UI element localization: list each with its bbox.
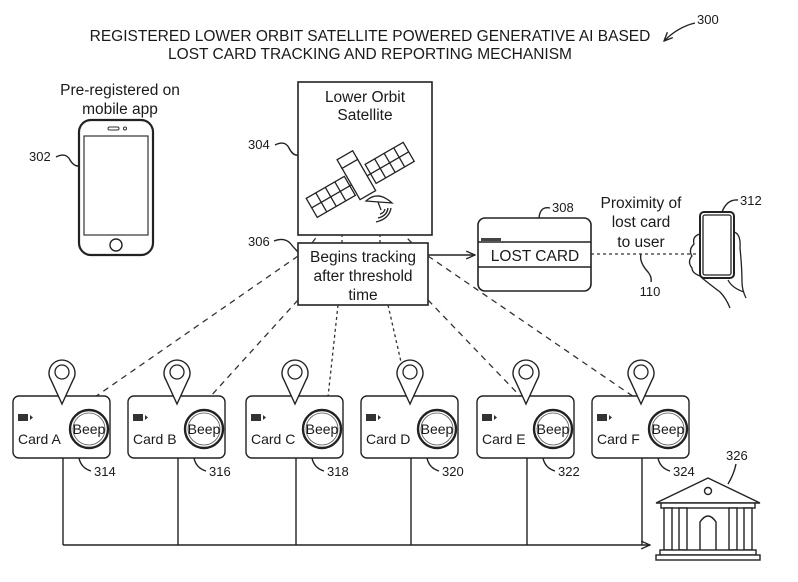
satellite-label-line-1: Lower Orbit	[325, 89, 406, 106]
card-name: Card E	[482, 431, 526, 447]
card-chip-icon	[133, 414, 148, 421]
tracking-link	[427, 299, 522, 398]
tracking-link	[327, 304, 339, 398]
card-item: Card C Beep 318	[245, 359, 349, 545]
card-chip-icon	[482, 414, 497, 421]
location-pin-icon	[396, 359, 424, 406]
card-item: Card A Beep 314	[12, 359, 116, 545]
ref-leader	[657, 457, 671, 472]
card-name: Card D	[366, 431, 410, 447]
location-pin-icon	[48, 359, 76, 406]
location-pin-icon	[512, 359, 540, 406]
card-chip-icon	[366, 414, 381, 421]
tracking-line-3: time	[348, 287, 377, 304]
proximity-line-3: to user	[617, 234, 664, 251]
ref-110: 110	[640, 284, 661, 299]
tracking-link	[427, 255, 635, 398]
tracking-link	[94, 255, 299, 398]
beep-label: Beep	[306, 421, 339, 437]
beep-button[interactable]: Beep	[416, 408, 458, 450]
proximity-line-1: Proximity of	[601, 195, 683, 212]
beep-button[interactable]: Beep	[68, 408, 110, 450]
card-name: Card F	[597, 431, 640, 447]
satellite-icon	[305, 141, 416, 223]
card-ref: 322	[558, 464, 580, 479]
card-name: Card B	[133, 431, 177, 447]
card-item: Card E Beep 322	[476, 359, 580, 545]
card-ref: 320	[442, 464, 464, 479]
beep-button[interactable]: Beep	[532, 408, 574, 450]
ref-leader	[193, 457, 207, 472]
bank-icon	[655, 477, 761, 561]
leader-302	[55, 154, 81, 167]
satellite-label-line-2: Satellite	[337, 107, 392, 124]
ref-326: 326	[726, 448, 748, 463]
card-chip-icon	[597, 414, 612, 421]
card-item: Card D Beep 320	[360, 359, 464, 545]
card-name: Card A	[18, 431, 61, 447]
location-pin-icon	[627, 359, 655, 406]
beep-button[interactable]: Beep	[183, 408, 225, 450]
card-ref: 324	[673, 464, 695, 479]
ref-leader	[311, 457, 325, 472]
ref-312: 312	[740, 193, 762, 208]
leader-110	[639, 253, 652, 283]
title-line-2: LOST CARD TRACKING AND REPORTING MECHANI…	[168, 46, 572, 63]
tracking-line-2: after threshold	[313, 268, 412, 285]
card-item: Card B Beep 316	[127, 359, 231, 545]
card-chip-icon	[18, 414, 33, 421]
card-ref: 314	[94, 464, 116, 479]
tracking-box	[297, 242, 429, 306]
leader-312	[721, 199, 739, 213]
hand-holding-phone-icon	[688, 211, 747, 309]
location-pin-icon	[163, 359, 191, 406]
card-ref: 318	[327, 464, 349, 479]
ref-leader	[542, 457, 556, 472]
card-chip-icon	[251, 414, 266, 421]
ref-304: 304	[248, 137, 270, 152]
location-pin-icon	[281, 359, 309, 406]
beep-label: Beep	[421, 421, 454, 437]
card-ref: 316	[209, 464, 231, 479]
title-line-1: REGISTERED LOWER ORBIT SATELLITE POWERED…	[90, 28, 651, 45]
leader-306	[273, 238, 299, 253]
beep-label: Beep	[537, 421, 570, 437]
beep-button[interactable]: Beep	[647, 408, 689, 450]
beep-button[interactable]: Beep	[301, 408, 343, 450]
mobile-phone-icon	[77, 118, 155, 257]
tracking-line-1: Begins tracking	[310, 249, 416, 266]
beep-label: Beep	[73, 421, 106, 437]
lost-card-label: LOST CARD	[491, 248, 579, 265]
ref-302: 302	[29, 149, 51, 164]
phone-label-line-1: Pre-registered on	[60, 82, 180, 99]
leader-326	[727, 463, 737, 485]
card-item: Card F Beep 324	[591, 359, 695, 545]
ref-308: 308	[552, 200, 574, 215]
satellite-tracking-links	[311, 234, 413, 244]
leader-308	[538, 207, 551, 219]
beep-label: Beep	[652, 421, 685, 437]
ref-arrow-300	[664, 22, 696, 41]
beep-label: Beep	[188, 421, 221, 437]
phone-label-line-2: mobile app	[82, 101, 158, 118]
card-name: Card C	[251, 431, 295, 447]
ref-306: 306	[248, 234, 270, 249]
proximity-line-2: lost card	[612, 214, 671, 231]
ref-leader	[78, 457, 92, 472]
ref-leader	[426, 457, 440, 472]
ref-300: 300	[697, 12, 719, 27]
leader-304	[274, 142, 299, 156]
